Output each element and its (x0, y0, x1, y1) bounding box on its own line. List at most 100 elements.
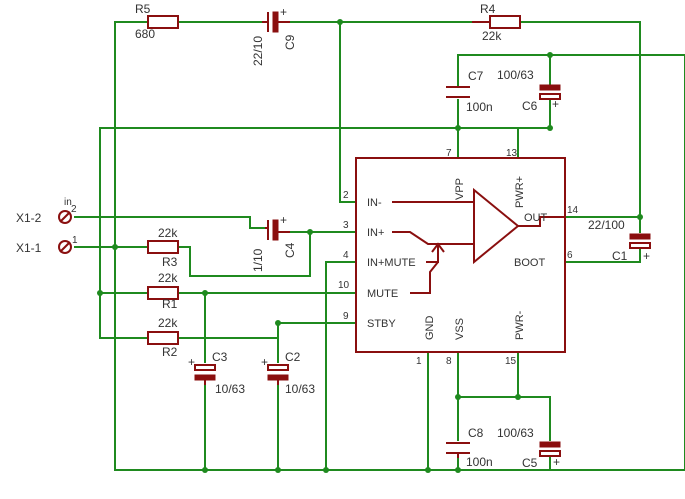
capacitor-c8: C8 100n (446, 426, 493, 469)
input-connector: X1-2 X1-1 2 1 in (16, 197, 78, 255)
terminal-x1-2 (58, 210, 72, 224)
x1-pin2: 2 (71, 204, 77, 215)
c3-polarity: + (188, 355, 195, 369)
resistor-r5: R5 680 (135, 2, 179, 41)
c2-name: C2 (285, 350, 301, 364)
pin3-num: 3 (343, 220, 349, 231)
junction-dot (323, 467, 329, 473)
junction-dot (337, 19, 343, 25)
wire-r3-loop (177, 231, 311, 277)
c1-name: C1 (612, 249, 628, 263)
junction-dot (455, 467, 461, 473)
pin-out: OUT (524, 212, 548, 224)
c4-value: 1/10 (251, 248, 265, 272)
capacitor-c3: + C3 10/63 (188, 350, 245, 396)
pin-pwr-plus: PWR+ (514, 176, 526, 208)
junction-dot (547, 52, 553, 58)
r5-name: R5 (135, 2, 151, 16)
c5-polarity: + (553, 455, 560, 469)
junction-dot (455, 125, 461, 131)
resistor-r4: R4 22k (472, 2, 521, 43)
opamp-triangle (473, 187, 520, 265)
resistor-r3: 22k R3 (147, 226, 179, 269)
c9-value: 22/10 (251, 36, 265, 66)
wire-in-2 (74, 216, 266, 229)
pin2-num: 2 (343, 190, 349, 201)
pin6-num: 6 (567, 250, 573, 261)
c8-value: 100n (466, 455, 493, 469)
capacitor-c5: 100/63 C5 + (497, 426, 561, 470)
wire-c5-top (457, 396, 551, 441)
pin7-num: 7 (446, 148, 452, 159)
junction-dot (202, 467, 208, 473)
wire-boot (564, 249, 641, 263)
capacitor-c6: 100/63 C6 + (497, 68, 561, 113)
resistor-r1: 22k R1 (147, 271, 179, 311)
x1-pin1: 1 (72, 235, 78, 246)
junction-dot (275, 320, 281, 326)
junction-dot (307, 229, 313, 235)
c6-polarity: + (552, 97, 559, 111)
r4-value: 22k (482, 29, 502, 43)
x1-2-label: X1-2 (16, 211, 42, 225)
wire-in-minus (339, 21, 357, 203)
c1-polarity: + (643, 249, 650, 263)
junction-dot (425, 467, 431, 473)
r2-value: 22k (158, 316, 178, 330)
r3-name: R3 (162, 255, 178, 269)
c4-name: C4 (283, 242, 297, 258)
pin-in-plus-mute: IN+MUTE (367, 257, 416, 269)
pin-mute: MUTE (367, 288, 398, 300)
pin13-num: 13 (506, 148, 518, 159)
pin14-num: 14 (567, 205, 579, 216)
c8-name: C8 (468, 426, 484, 440)
input-label: in (64, 197, 72, 208)
c4-polarity: + (280, 213, 287, 227)
capacitor-c1: 22/100 C1 + (588, 218, 651, 263)
junction-dot (637, 214, 643, 220)
junction-dot (202, 290, 208, 296)
resistor-r2: 22k R2 (147, 316, 179, 359)
c6-name: C6 (522, 99, 538, 113)
junction-dot (112, 244, 118, 250)
pin-boot: BOOT (514, 257, 545, 269)
capacitor-c7: C7 100n (446, 69, 493, 114)
c5-value: 100/63 (497, 426, 534, 440)
c9-name: C9 (283, 34, 297, 50)
pin9-num: 9 (343, 311, 349, 322)
c7-value: 100n (466, 100, 493, 114)
pin-vpp: VPP (454, 178, 466, 200)
c3-value: 10/63 (215, 382, 245, 396)
x1-1-label: X1-1 (16, 241, 42, 255)
pin-in-minus: IN- (367, 197, 382, 209)
c2-value: 10/63 (285, 382, 315, 396)
r3-value: 22k (158, 226, 178, 240)
r4-name: R4 (480, 2, 496, 16)
c3-name: C3 (212, 350, 228, 364)
terminal-x1-1 (58, 240, 72, 254)
pin1-num: 1 (416, 356, 422, 367)
pin4-num: 4 (343, 250, 349, 261)
pin-pwr-minus: PWR- (514, 310, 526, 340)
junction-dot (547, 125, 553, 131)
c1-value: 22/100 (588, 218, 625, 232)
c5-name: C5 (522, 456, 538, 470)
pin-in-plus: IN+ (367, 227, 384, 239)
r1-value: 22k (158, 271, 178, 285)
c7-name: C7 (468, 69, 484, 83)
c9-polarity: + (280, 5, 287, 19)
r1-name: R1 (162, 297, 178, 311)
pin-stby: STBY (367, 318, 396, 330)
ic-body (355, 157, 566, 353)
wire-r4-out (519, 21, 641, 233)
r5-value: 680 (135, 27, 155, 41)
junction-dot (97, 290, 103, 296)
pin-vss: VSS (454, 318, 466, 340)
pin-gnd: GND (424, 316, 436, 341)
c2-polarity: + (261, 355, 268, 369)
junction-dot (455, 394, 461, 400)
junction-dot (275, 467, 281, 473)
junction-dot (515, 394, 521, 400)
